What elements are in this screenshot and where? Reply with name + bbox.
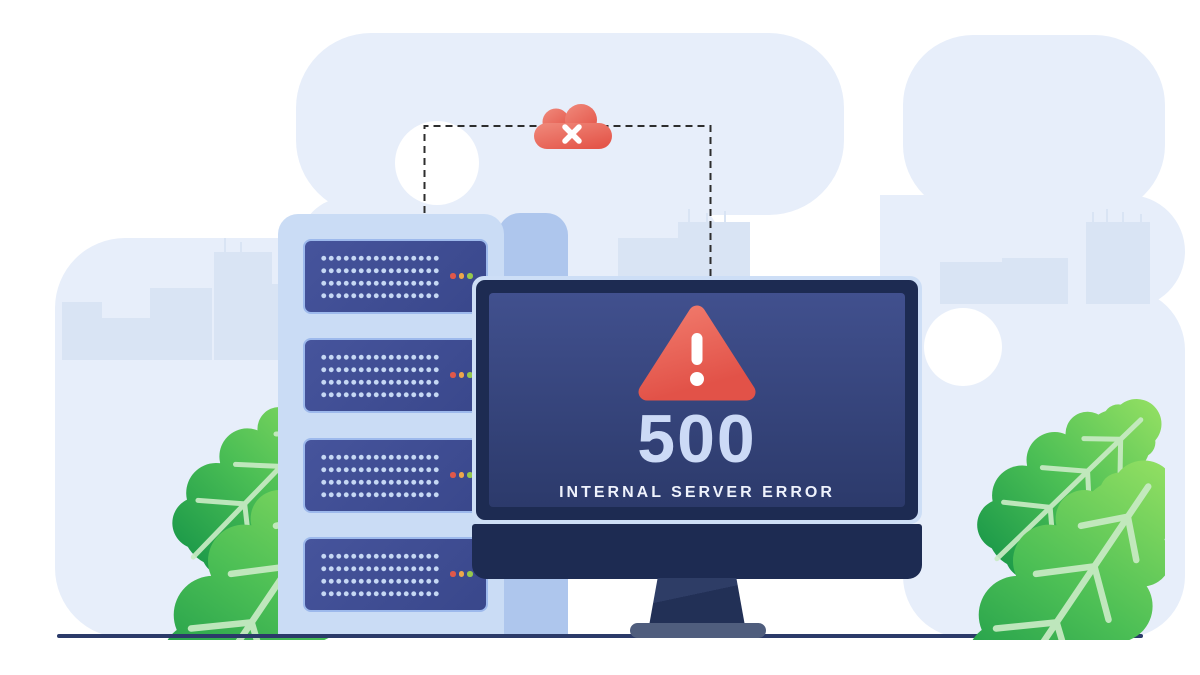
exclamation-dot: [690, 372, 704, 386]
antenna: [1140, 214, 1142, 222]
server-cabinet: [278, 214, 504, 637]
ground-line: [57, 634, 1143, 638]
led-green: [467, 273, 473, 279]
building: [940, 262, 1004, 304]
server-vents: [320, 451, 440, 501]
server-vents: [320, 550, 440, 600]
led-orange: [458, 571, 464, 577]
monitor-screen: 500 INTERNAL SERVER ERROR: [489, 293, 905, 507]
led-green: [467, 372, 473, 378]
monitor-frame: 500 INTERNAL SERVER ERROR: [472, 276, 922, 524]
led-orange: [458, 273, 464, 279]
building: [102, 318, 150, 360]
server-leds: [450, 273, 473, 279]
monitor-stand: [649, 578, 745, 626]
led-red: [450, 273, 456, 279]
server-leds: [450, 571, 473, 577]
led-green: [467, 472, 473, 478]
led-red: [450, 472, 456, 478]
led-green: [467, 571, 473, 577]
cloud-error-icon: [534, 104, 612, 149]
building: [62, 302, 102, 360]
server-unit-4: [303, 537, 488, 612]
led-orange: [458, 472, 464, 478]
building: [150, 288, 212, 360]
building: [618, 238, 680, 280]
antenna: [1092, 212, 1094, 222]
server-vents: [320, 252, 440, 302]
white-circle-decoration: [924, 308, 1002, 386]
antenna: [224, 238, 226, 252]
exclamation-mark-icon: [691, 333, 703, 365]
server-leds: [450, 372, 473, 378]
x-icon: [562, 124, 582, 144]
monitor-base: [630, 623, 766, 638]
server-vents: [320, 351, 440, 401]
building: [678, 222, 750, 280]
building: [1002, 258, 1068, 304]
led-red: [450, 372, 456, 378]
warning-triangle-icon: [638, 305, 756, 401]
error-code: 500: [637, 401, 757, 477]
antenna: [706, 213, 708, 222]
led-red: [450, 571, 456, 577]
antenna: [1122, 212, 1124, 222]
antenna: [688, 209, 690, 222]
plant-right: [895, 357, 1165, 640]
white-circle-decoration: [395, 121, 479, 205]
antenna: [724, 211, 726, 222]
antenna: [1106, 209, 1108, 222]
background-blob-top-right: [903, 35, 1165, 215]
error-message: INTERNAL SERVER ERROR: [559, 484, 835, 501]
server-leds: [450, 472, 473, 478]
server-unit-1: [303, 239, 488, 314]
antenna: [240, 242, 242, 252]
led-orange: [458, 372, 464, 378]
server-unit-2: [303, 338, 488, 413]
monitor-bezel: 500 INTERNAL SERVER ERROR: [476, 280, 918, 520]
monitor-chin: [472, 524, 922, 579]
building: [1086, 222, 1150, 304]
server-unit-3: [303, 438, 488, 513]
